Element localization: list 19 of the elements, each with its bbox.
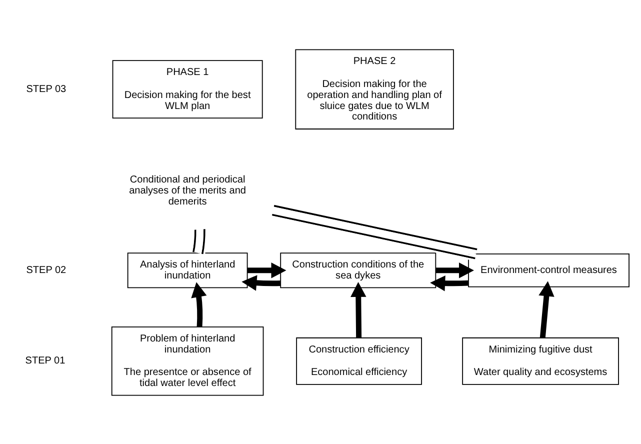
arrow	[430, 274, 468, 291]
arrow	[191, 282, 207, 327]
node-box: Problem of hinterland inundation The presentce or absence of tidal water level effect	[111, 326, 264, 396]
node-box: PHASE 2 Decision making for the operation and handling plan of sluice gates due to WLM conditions	[295, 48, 454, 129]
arrow	[350, 281, 366, 338]
node-text: Conditional and periodical analyses of the merits and demerits	[129, 174, 246, 208]
label: STEP 03	[26, 83, 66, 94]
node-box: PHASE 1 Decision making for the best WLM plan	[112, 60, 263, 118]
arrow	[248, 262, 286, 278]
node-box: Construction conditions of the sea dykes	[280, 252, 436, 288]
node-box: Construction efficiency Economical efficiency	[296, 336, 422, 384]
arrow	[538, 280, 554, 338]
node-box: Environment-control measures	[468, 253, 630, 287]
arrow	[436, 262, 474, 278]
label: STEP 02	[26, 264, 66, 276]
node-box: Minimizing fugitive dust Water quality and ecosystems	[462, 336, 619, 384]
arrow	[242, 274, 280, 290]
label: STEP 01	[25, 355, 66, 366]
node-box: Analysis of hinterland inundation	[127, 252, 248, 288]
